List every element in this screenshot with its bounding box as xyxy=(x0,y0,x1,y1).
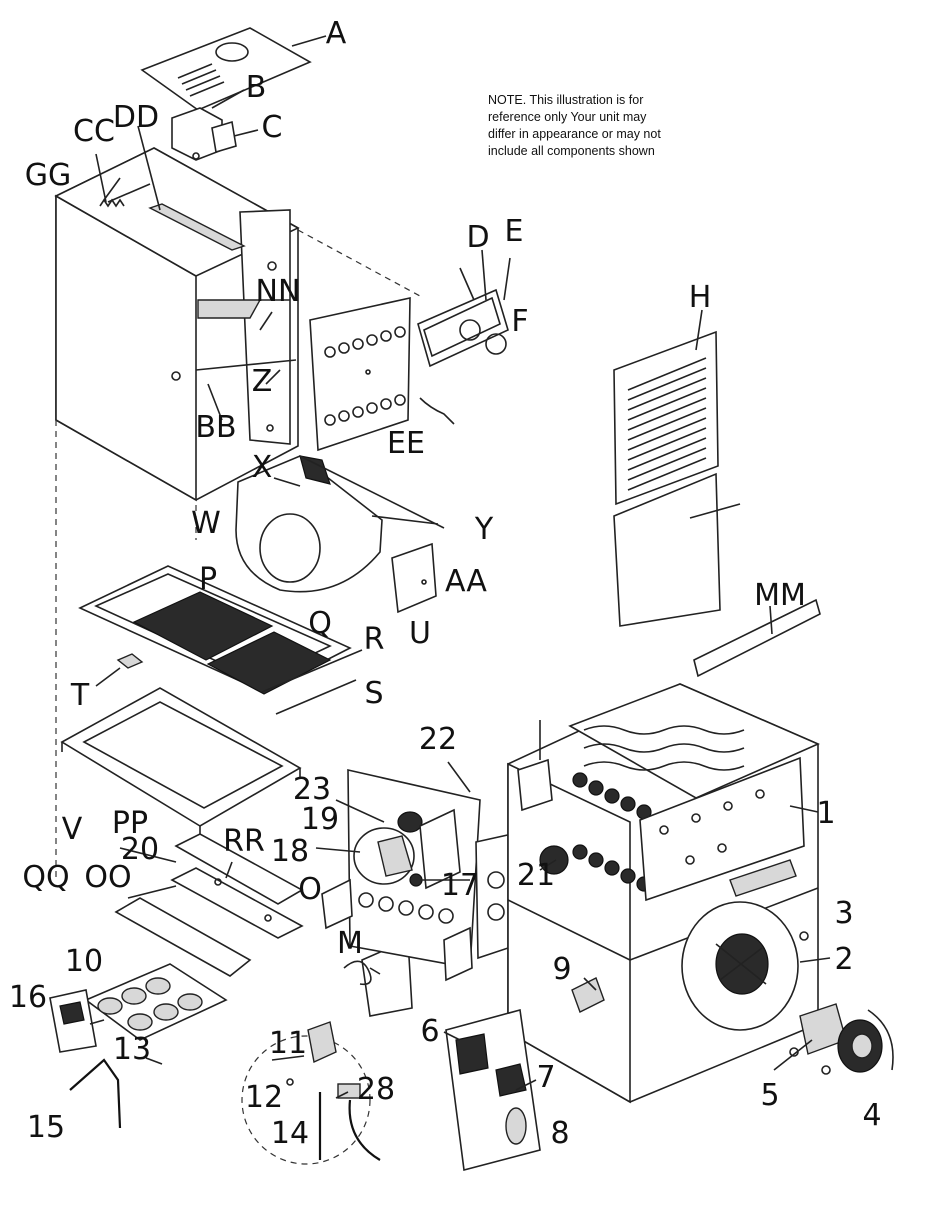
label-7: 7 xyxy=(536,1060,556,1095)
control-board-part xyxy=(445,1008,541,1172)
label-RR: RR xyxy=(223,824,265,859)
label-20: 20 xyxy=(120,832,160,867)
label-QQ: QQ xyxy=(22,860,70,895)
label-10: 10 xyxy=(64,944,104,979)
label-GG: GG xyxy=(24,158,72,193)
label-12: 12 xyxy=(244,1080,284,1115)
label-5: 5 xyxy=(760,1078,780,1113)
label-A: A xyxy=(325,16,347,51)
label-U: U xyxy=(409,616,431,651)
label-28: 28 xyxy=(356,1072,396,1107)
label-4: 4 xyxy=(862,1098,882,1133)
label-OO: OO xyxy=(84,860,132,895)
label-23: 23 xyxy=(292,772,332,807)
label-22: 22 xyxy=(418,722,458,757)
reference-note: NOTE. This illustration is for reference… xyxy=(488,92,728,160)
label-W: W xyxy=(191,506,221,541)
label-13: 13 xyxy=(112,1032,152,1067)
label-MM: MM xyxy=(754,578,806,613)
gas-valve-part xyxy=(49,989,163,1129)
label-21: 21 xyxy=(516,858,556,893)
top-panel-part xyxy=(140,27,327,111)
note-line-2: reference only Your unit may xyxy=(488,110,647,124)
label-15: 15 xyxy=(26,1110,66,1145)
label-BB: BB xyxy=(195,410,237,445)
label-19: 19 xyxy=(300,802,340,837)
rail-parts xyxy=(114,833,304,977)
front-door-parts xyxy=(613,309,741,627)
label-DD: DD xyxy=(112,100,160,135)
label-X: X xyxy=(251,450,273,485)
label-B: B xyxy=(245,70,267,105)
leader-lines xyxy=(89,267,831,1099)
label-D: D xyxy=(466,220,490,255)
burner-assembly-part xyxy=(84,963,228,1041)
label-NN: NN xyxy=(255,274,301,309)
label-16: 16 xyxy=(8,980,48,1015)
clip-part xyxy=(95,653,144,687)
label-3: 3 xyxy=(834,896,854,931)
label-Z: Z xyxy=(251,364,273,399)
note-line-4: include all components shown xyxy=(488,144,655,158)
cabinet-part xyxy=(54,125,300,502)
label-M: M xyxy=(337,926,363,961)
label-V: V xyxy=(61,812,83,847)
access-panel-part xyxy=(309,297,455,452)
label-14: 14 xyxy=(270,1116,310,1151)
label-PP: PP xyxy=(111,806,149,841)
trim-strip-part xyxy=(693,598,821,678)
label-T: T xyxy=(70,678,90,713)
label-C: C xyxy=(261,110,283,145)
label-R: R xyxy=(363,622,385,657)
note-line-3: differ in appearance or may not xyxy=(488,127,661,141)
filter-frame-parts xyxy=(78,565,363,715)
label-6: 6 xyxy=(420,1014,440,1049)
label-P: P xyxy=(198,562,218,597)
label-EE: EE xyxy=(387,426,425,461)
label-8: 8 xyxy=(550,1116,570,1151)
dashed-guide-lines xyxy=(55,229,421,880)
label-E: E xyxy=(504,214,524,249)
collector-box-part xyxy=(417,249,511,368)
label-Q: Q xyxy=(308,606,332,641)
blower-plate-part xyxy=(391,542,437,614)
label-CC: CC xyxy=(73,114,115,149)
label-AA: AA xyxy=(445,564,487,599)
blower-housing-part xyxy=(235,455,445,593)
label-17: 17 xyxy=(440,868,480,903)
label-11: 11 xyxy=(268,1026,308,1061)
inducer-bracket-part xyxy=(343,938,413,1017)
label-18: 18 xyxy=(270,834,310,869)
furnace-body-part xyxy=(507,683,820,1104)
blower-motor-part xyxy=(789,1003,894,1075)
label-9: 9 xyxy=(552,952,572,987)
label-1: 1 xyxy=(816,796,836,831)
label-F: F xyxy=(511,304,529,339)
note-line-1: NOTE. This illustration is for xyxy=(488,93,644,107)
base-pan-part xyxy=(60,687,302,836)
label-2: 2 xyxy=(834,942,854,977)
bracket-part xyxy=(171,89,259,161)
label-O: O xyxy=(298,872,322,907)
label-H: H xyxy=(688,280,712,315)
label-Y: Y xyxy=(474,512,494,547)
label-S: S xyxy=(364,676,384,711)
